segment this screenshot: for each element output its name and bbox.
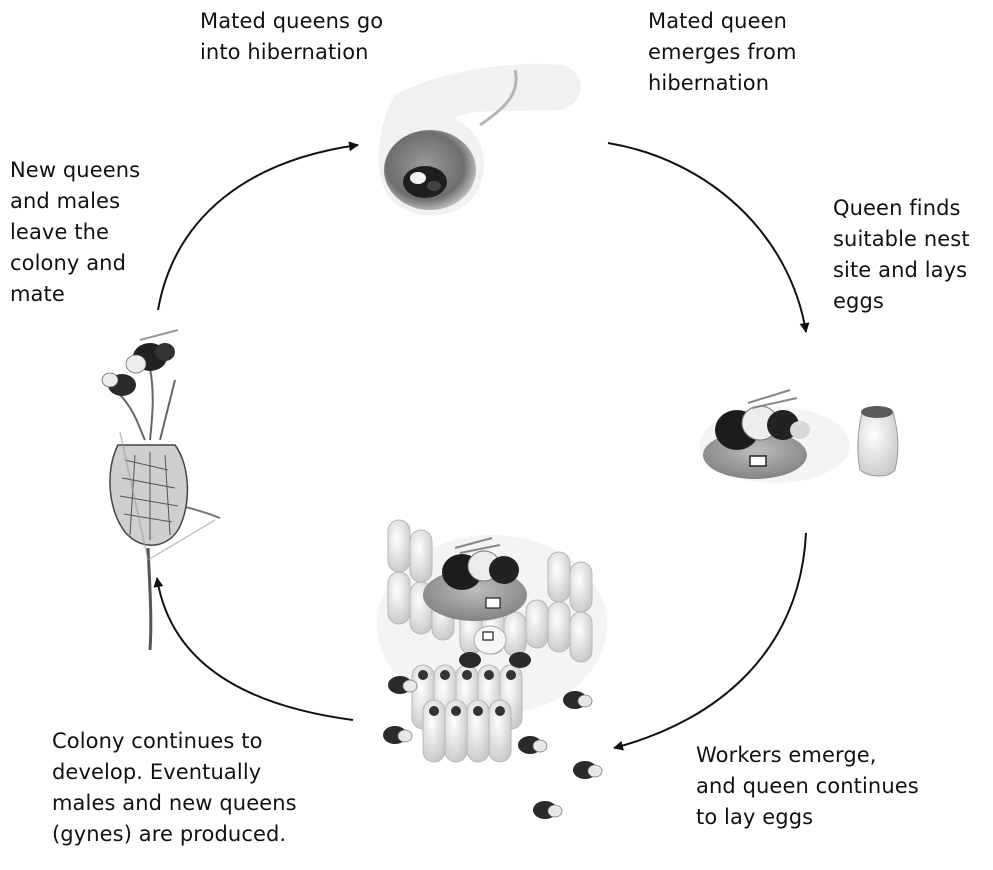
stage-label-emergence: Mated queen emerges from hibernation xyxy=(648,6,797,99)
arrow-colony-to-mate xyxy=(157,578,353,720)
stage-label-mating: New queens and males leave the colony an… xyxy=(10,155,140,310)
stage-label-hibernation: Mated queens go into hibernation xyxy=(200,6,383,68)
thistle-mating-illustration xyxy=(102,330,220,650)
queen-nest-illustration xyxy=(700,390,898,483)
colony-illustration xyxy=(377,520,607,819)
arrow-nest-to-workers xyxy=(614,533,806,748)
stage-label-colony: Colony continues to develop. Eventually … xyxy=(52,726,297,850)
stage-label-nest: Queen finds suitable nest site and lays … xyxy=(833,193,970,317)
arrow-emergence-to-nest xyxy=(608,143,806,332)
hibernation-burrow-illustration xyxy=(379,64,581,216)
stage-label-workers: Workers emerge, and queen continues to l… xyxy=(696,740,919,833)
arrow-mate-to-hibernation xyxy=(158,145,358,310)
